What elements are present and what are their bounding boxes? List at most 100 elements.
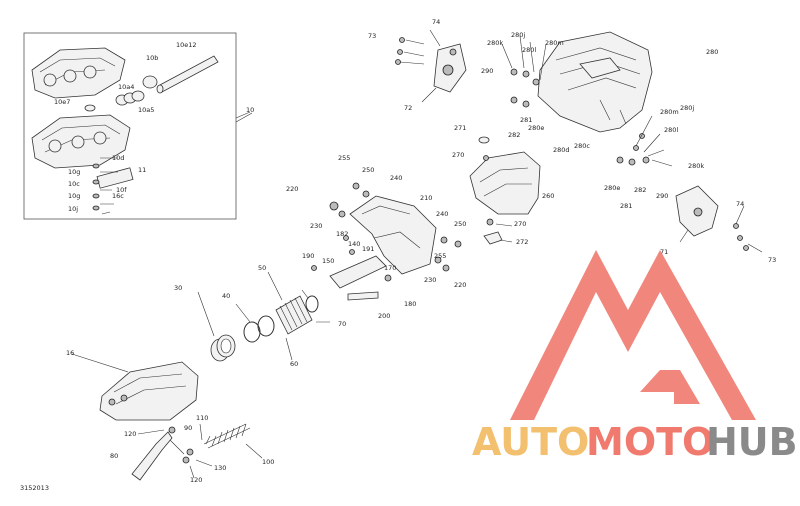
callout: 120 xyxy=(124,430,136,438)
callout: 170 xyxy=(384,264,396,272)
callout: 110 xyxy=(196,414,208,422)
callout: 270 xyxy=(514,220,526,228)
callout: 255 xyxy=(434,252,446,260)
callout: 210 xyxy=(420,194,432,202)
callout: 280l xyxy=(664,126,678,134)
callout: 220 xyxy=(454,281,466,289)
callout: 280d xyxy=(553,146,570,154)
callout: 250 xyxy=(454,220,466,228)
watermark-logo-icon xyxy=(510,250,756,420)
callout: 100 xyxy=(262,458,274,466)
callout: 281 xyxy=(620,202,632,210)
inset-label: 10 xyxy=(246,106,254,114)
callout: 40 xyxy=(222,292,230,300)
callout: 280m xyxy=(545,39,564,47)
inset-label: 10g xyxy=(68,168,80,176)
callout: 191 xyxy=(362,245,374,253)
callout: 60 xyxy=(290,360,298,368)
callout: 280k xyxy=(688,162,704,170)
callout: 250 xyxy=(362,166,374,174)
inset-labels: 10e12 10b 10a4 10a5 10e7 10d 10g 11 10c … xyxy=(54,41,254,213)
callout: 280l xyxy=(522,46,536,54)
callout: 71 xyxy=(660,248,668,256)
callout: 272 xyxy=(516,238,528,246)
inset-label: 10a4 xyxy=(118,83,134,91)
callout: 290 xyxy=(481,67,493,75)
callout: 90 xyxy=(184,424,192,432)
callout: 280j xyxy=(680,104,694,112)
callout: 200 xyxy=(378,312,390,320)
callout: 120 xyxy=(190,476,202,484)
callout: 280j xyxy=(511,31,525,39)
callout: 255 xyxy=(338,154,350,162)
inset-label: 10g xyxy=(68,192,80,200)
callout: 74 xyxy=(432,18,440,26)
inset-label: 10f xyxy=(116,186,127,194)
bracket-150 xyxy=(311,235,392,301)
callout: 50 xyxy=(258,264,266,272)
callout: 270 xyxy=(452,151,464,159)
inset-intake-manifold-bottom xyxy=(31,114,131,169)
callout: 73 xyxy=(368,32,376,40)
callout: 281 xyxy=(520,116,532,124)
callout: 190 xyxy=(302,252,314,260)
callout-labels: 73 74 72 280k 280j 280l 280m 280 290 282… xyxy=(66,18,776,484)
hardware-280-right xyxy=(616,115,673,167)
inset-orings xyxy=(84,75,158,112)
muffler-16 xyxy=(99,361,199,421)
callout: 282 xyxy=(634,186,646,194)
callout: 260 xyxy=(542,192,554,200)
callout: 271 xyxy=(454,124,466,132)
heat-shield-260 xyxy=(469,136,541,245)
bracket-71 xyxy=(675,185,763,253)
watermark-text: AUTO MOTO HUB xyxy=(472,420,798,464)
inset-frame xyxy=(23,32,237,220)
inset-label: 10d xyxy=(112,154,124,162)
inset-label: 10e7 xyxy=(54,98,70,106)
callout: 280 xyxy=(706,48,718,56)
callout: 290 xyxy=(656,192,668,200)
bellows-50 xyxy=(275,295,313,335)
clamp-70 xyxy=(305,295,319,313)
inset-label: 10e12 xyxy=(176,41,197,49)
callout: 73 xyxy=(768,256,776,264)
inset-label: 11 xyxy=(138,166,146,174)
pipe-80 xyxy=(131,426,194,481)
inset-intake-manifold-top xyxy=(31,47,126,99)
callout: 180 xyxy=(404,300,416,308)
bracket-72 xyxy=(395,29,467,103)
clamp-40 xyxy=(243,315,275,343)
callout: 140 xyxy=(348,240,360,248)
callout: 74 xyxy=(736,200,744,208)
callout: 182 xyxy=(336,230,348,238)
callout: 70 xyxy=(338,320,346,328)
watermark-hub: HUB xyxy=(706,420,798,464)
inset-label: 10c xyxy=(68,180,80,188)
callout: 280k xyxy=(487,39,503,47)
callout: 150 xyxy=(322,257,334,265)
ring-30 xyxy=(210,334,236,362)
callout: 280e xyxy=(528,124,544,132)
diagram-id: 3152013 xyxy=(20,484,49,492)
callout: 230 xyxy=(310,222,322,230)
watermark-moto: MOTO xyxy=(586,420,714,464)
inset-small-parts xyxy=(92,111,251,215)
watermark-auto: AUTO xyxy=(472,420,589,464)
callout: 282 xyxy=(508,131,520,139)
inset-label: 10a5 xyxy=(138,106,154,114)
callout: 30 xyxy=(174,284,182,292)
inset-tube xyxy=(156,55,219,94)
callout: 130 xyxy=(214,464,226,472)
callout: 230 xyxy=(424,276,436,284)
callout: 280m xyxy=(660,108,679,116)
inset-label: 16c xyxy=(112,192,124,200)
cover-280 xyxy=(537,31,653,133)
spring-100 xyxy=(203,423,251,449)
callout: 72 xyxy=(404,104,412,112)
inset-label: 10b xyxy=(146,54,158,62)
callout: 280e xyxy=(604,184,620,192)
callout: 220 xyxy=(286,185,298,193)
inset-leader xyxy=(235,112,253,123)
hardware-280-left xyxy=(501,35,547,108)
